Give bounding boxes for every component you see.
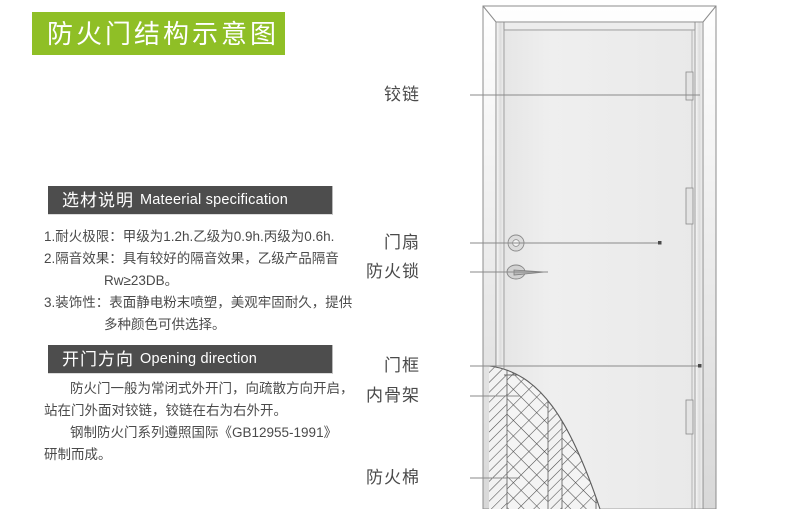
- cutaway-edge: [488, 365, 601, 509]
- section-header-opening: 开门方向 Opening direction: [48, 345, 333, 374]
- page-title: 防火门结构示意图: [47, 18, 280, 49]
- section-header-material-en: Mateerial specification: [140, 191, 289, 208]
- diagram-label-door-frame: 门框: [384, 356, 420, 375]
- section-header-opening-cn: 开门方向: [62, 349, 134, 369]
- leader-endpoint-dot: [698, 364, 702, 368]
- diagram-label-hinge: 铰链: [384, 85, 420, 104]
- leader-lines: [470, 94, 700, 479]
- opening-line-1: 防火门一般为常闭式外开门，向疏散方向开启，: [70, 381, 354, 396]
- diagram-label-inner-frame: 内骨架: [366, 386, 420, 405]
- page-title-banner: 防火门结构示意图: [32, 12, 285, 55]
- section-header-material-cn: 选材说明: [62, 190, 134, 210]
- opening-direction-body: 防火门一般为常闭式外开门，向疏散方向开启， 站在门外面对铰链，铰链在右为右外开。…: [44, 378, 354, 466]
- diagram-label-fire-cotton: 防火棉: [366, 468, 420, 487]
- section-header-material: 选材说明 Mateerial specification: [48, 186, 333, 215]
- material-specification-body: 1.耐火极限：甲级为1.2h.乙级为0.9h.丙级为0.6h. 2.隔音效果：具…: [44, 226, 352, 336]
- material-line-4: 3.装饰性：表面静电粉末喷塑，美观牢固耐久，提供: [44, 295, 353, 310]
- material-line-1: 1.耐火极限：甲级为1.2h.乙级为0.9h.丙级为0.6h.: [44, 229, 335, 244]
- opening-line-2: 站在门外面对铰链，铰链在右为右外开。: [44, 403, 287, 418]
- inner-frame-stile: [489, 366, 507, 509]
- hinge-icon: [685, 399, 694, 435]
- material-line-3: Rw≥23DB。: [104, 273, 179, 288]
- left-content-column: 防火门结构示意图 选材说明 Mateerial specification 1.…: [32, 12, 354, 466]
- material-line-5: 多种颜色可供选择。: [104, 317, 226, 332]
- hinge-group: [685, 71, 694, 435]
- opening-line-4: 研制而成。: [44, 447, 112, 462]
- hinge-icon: [685, 71, 694, 101]
- leader-endpoint-dot: [658, 241, 662, 245]
- material-line-2: 2.隔音效果：具有较好的隔音效果，乙级产品隔音: [44, 251, 339, 266]
- diagram-label-door-leaf: 门扇: [384, 233, 420, 252]
- hinge-icon: [685, 187, 694, 225]
- diagram-label-fire-lock: 防火锁: [366, 262, 420, 281]
- opening-line-3: 钢制防火门系列遵照国际《GB12955-1991》: [70, 425, 338, 440]
- section-header-opening-en: Opening direction: [140, 350, 258, 367]
